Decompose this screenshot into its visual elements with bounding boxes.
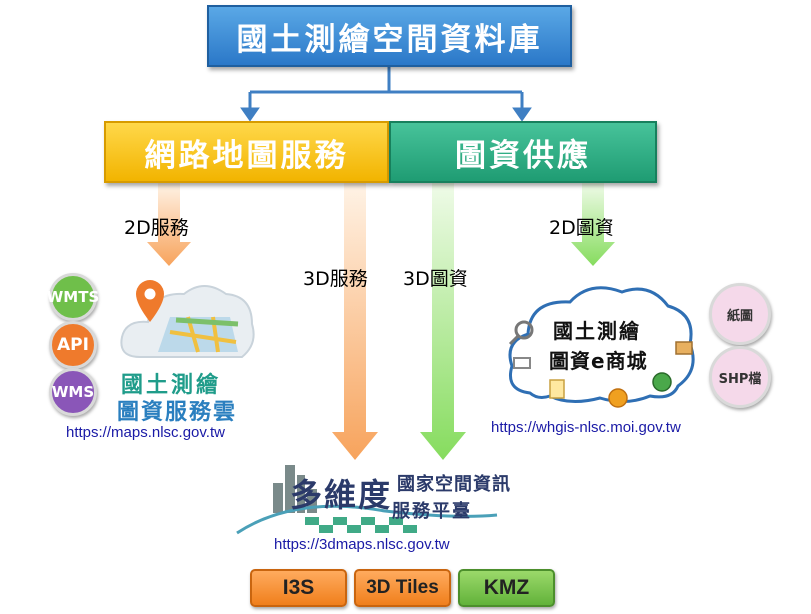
estore-name-line1: 國土測繪 (553, 319, 641, 343)
platform-name-main: 多維度 (290, 476, 393, 514)
estore-url[interactable]: https://whgis-nlsc.moi.gov.tw (491, 419, 681, 436)
label-3d-data: 3D圖資 (403, 268, 468, 290)
globe-icon (652, 372, 672, 392)
protocol-wmts-badge: WMTS (47, 273, 99, 321)
shopping-cart-icon (513, 357, 531, 369)
cloud-service-name-line1: 國土測繪 (121, 373, 222, 398)
search-icon (514, 320, 534, 340)
arrow-3d-service (332, 183, 378, 460)
arrow-2d-data (571, 183, 615, 266)
protocol-wms-badge: WMS (49, 368, 97, 416)
cloud-service-url[interactable]: https://maps.nlsc.gov.tw (66, 424, 225, 441)
format-i3s-button[interactable]: I3S (250, 569, 347, 607)
label-2d-service: 2D服務 (124, 217, 189, 239)
coin-icon (608, 388, 628, 408)
database-box: 國土測繪空間資料庫 (207, 5, 572, 67)
format-kmz-button[interactable]: KMZ (458, 569, 555, 607)
arrow-2d-service (147, 183, 191, 266)
platform-3d-logo (236, 465, 498, 535)
paper-map-label: 紙圖 (726, 308, 753, 324)
map-service-bar: 網路地圖服務 (104, 121, 389, 183)
format-3d-tiles-button[interactable]: 3D Tiles (354, 569, 451, 607)
package-icon (675, 341, 693, 355)
estore-name-line2: 圖資e商城 (549, 349, 648, 373)
database-connector (240, 67, 532, 122)
estore-cloud (508, 286, 695, 408)
document-icon (549, 379, 565, 399)
cloud-service-name-line2: 圖資服務雲 (117, 400, 238, 425)
map-cloud-logo (120, 280, 255, 358)
shp-file-badge: SHP檔 (709, 346, 771, 408)
platform-name-line2: 服務平臺 (392, 501, 472, 522)
map-pin-icon (136, 280, 164, 322)
label-2d-data: 2D圖資 (549, 217, 614, 239)
paper-map-badge: 紙圖 (709, 283, 771, 345)
arrow-3d-data (420, 183, 466, 460)
shp-file-label: SHP檔 (718, 371, 762, 387)
protocol-api-badge: API (49, 321, 97, 369)
data-supply-bar: 圖資供應 (389, 121, 657, 183)
platform-name-line1: 國家空間資訊 (397, 474, 511, 495)
label-3d-service: 3D服務 (303, 268, 368, 290)
platform-3d-url[interactable]: https://3dmaps.nlsc.gov.tw (274, 536, 450, 553)
